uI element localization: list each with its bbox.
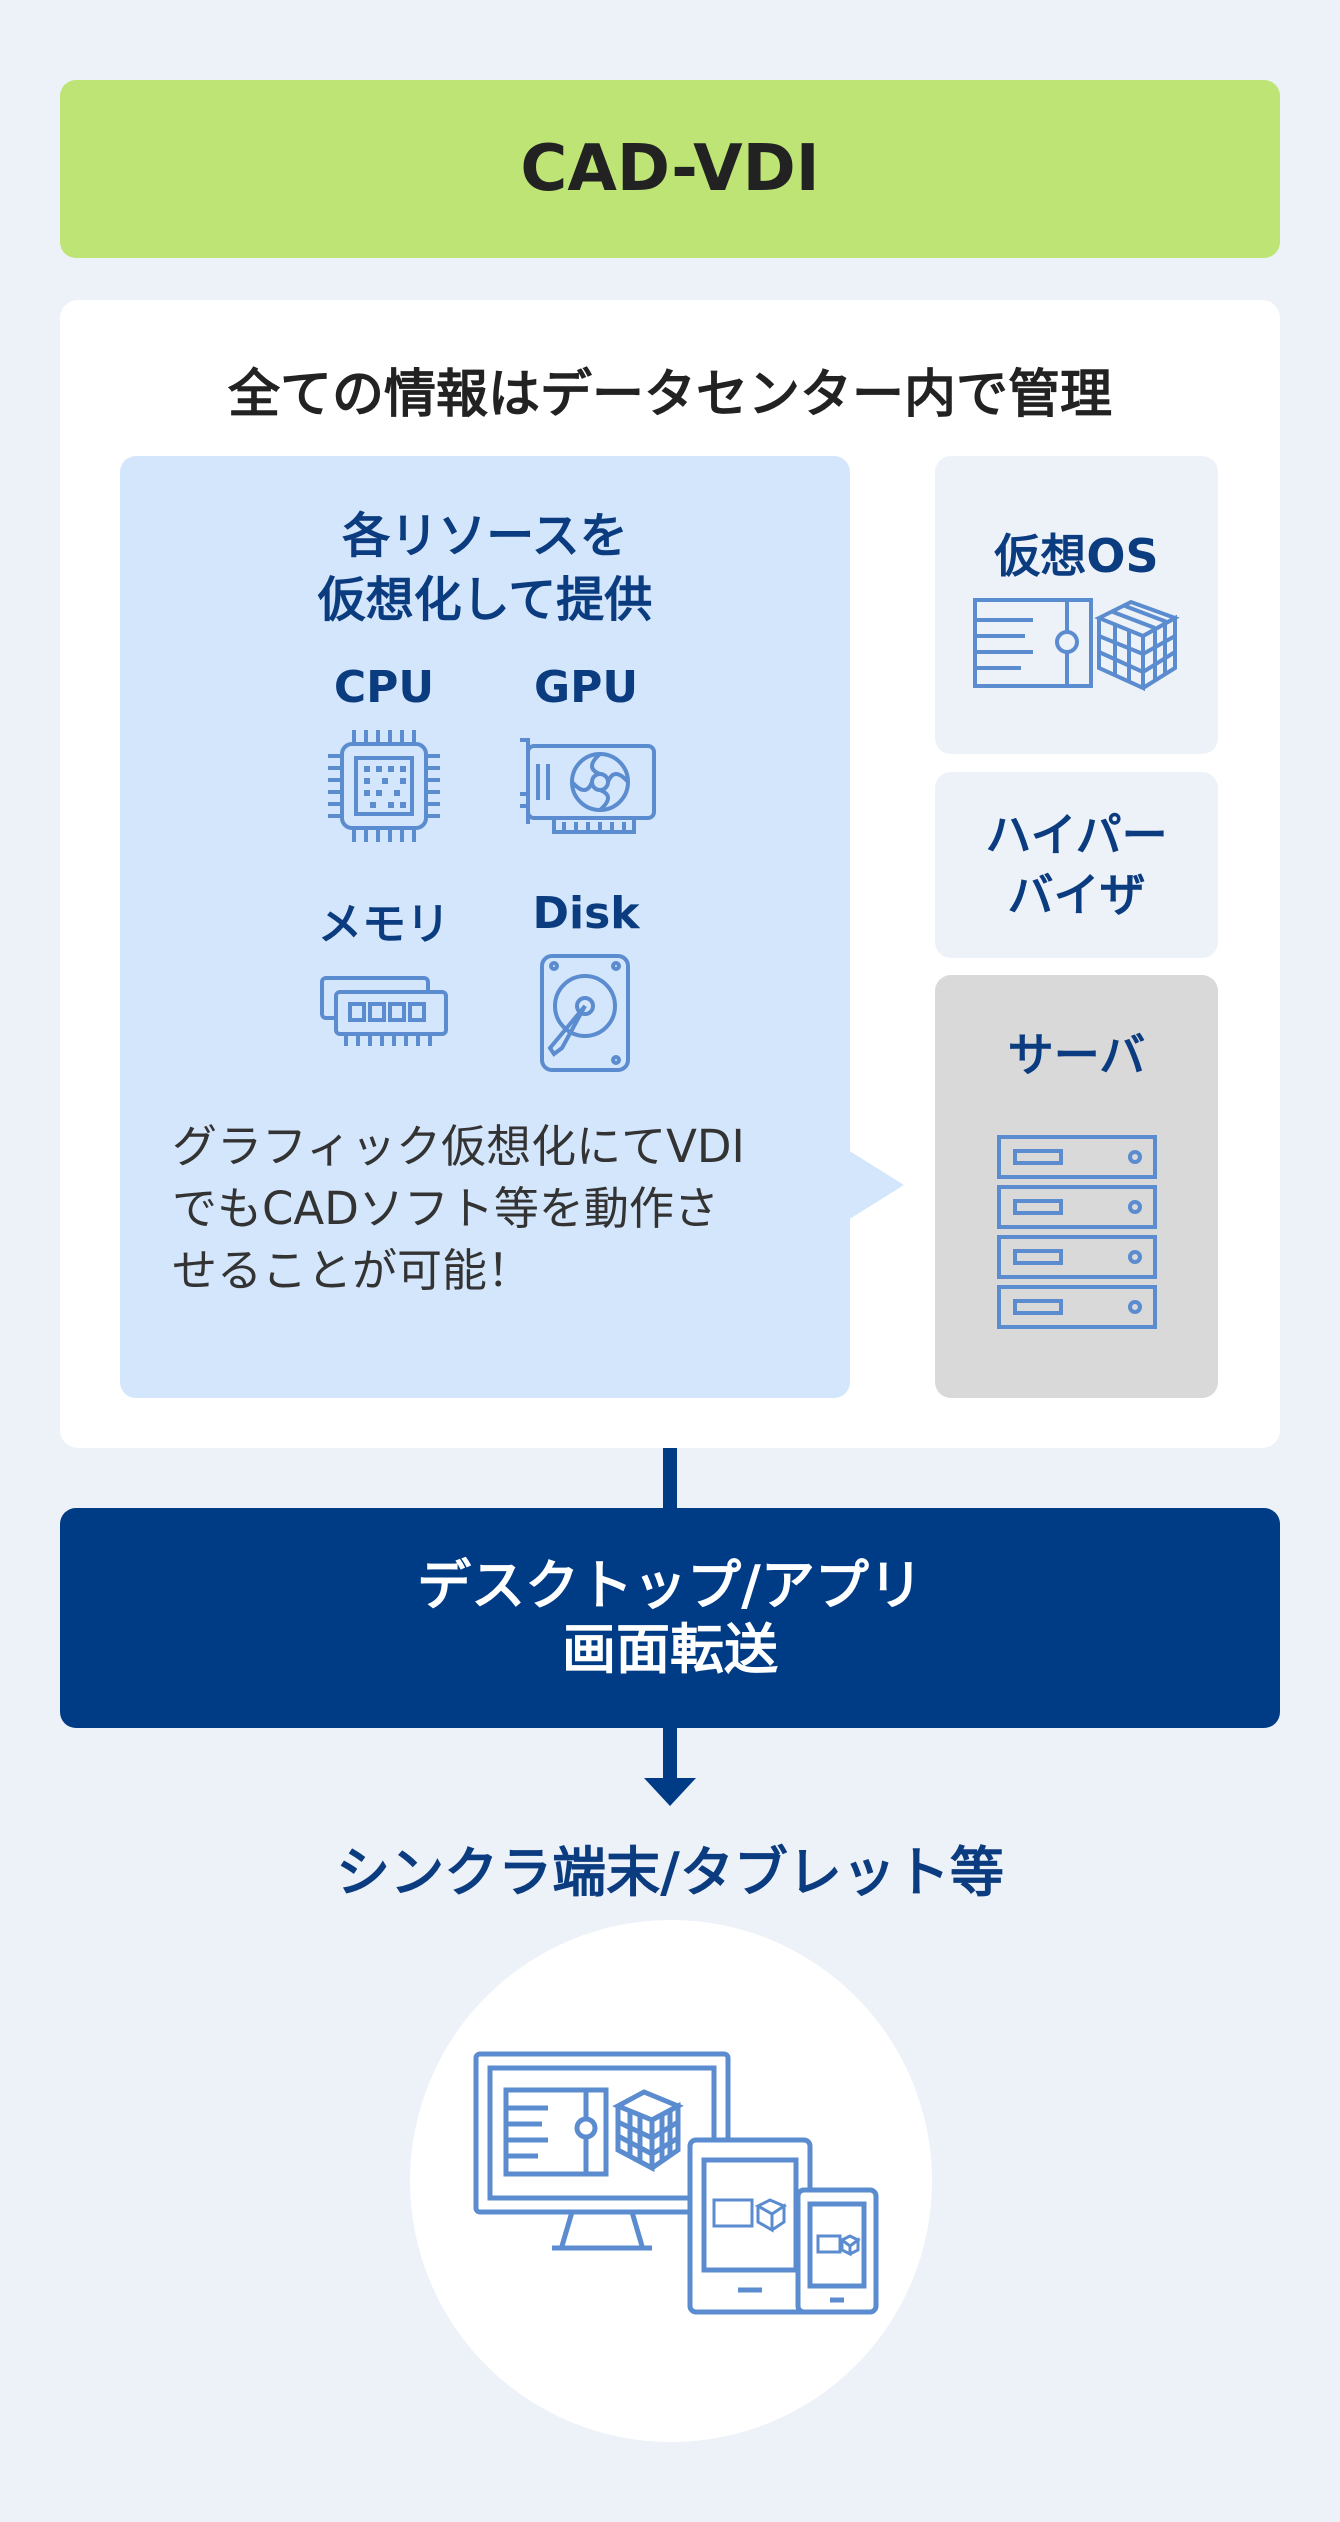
transfer-line2: 画面転送 [562,1618,778,1681]
server-rack-icon [997,1135,1157,1329]
memory-label: メモリ [318,899,450,950]
devices-icon [473,2051,879,2315]
resource-title: 各リソースを 仮想化して提供 [120,504,850,632]
hypervisor-line2: バイザ [1007,868,1146,922]
cpu-label: CPU [333,662,435,713]
down-arrow-icon [644,1728,696,1806]
resource-note: グラフィック仮想化にてVDI でもCADソフト等を動作さ せることが可能！ [172,1116,812,1302]
resource-pointer [848,1150,904,1220]
virtual-os-box: 仮想OS [935,456,1218,754]
title-bar: CAD-VDI [60,80,1280,258]
cpu-chip-icon [328,730,440,842]
client-devices-circle [410,1920,932,2442]
resource-box: 各リソースを 仮想化して提供 CPU GPU [120,456,850,1398]
page-title: CAD-VDI [520,132,820,206]
virtual-app-icon [973,598,1180,692]
transfer-line1: デスクトップ/アプリ [417,1554,923,1617]
gpu-label: GPU [533,662,639,713]
resource-title-line2: 仮想化して提供 [317,572,653,628]
hypervisor-box: ハイパー バイザ [935,772,1218,958]
datacenter-heading: 全ての情報はデータセンター内で管理 [227,365,1112,425]
transfer-bar: デスクトップ/アプリ 画面転送 [60,1508,1280,1728]
server-label: サーバ [1007,1028,1146,1082]
connector-line [663,1448,677,1510]
note-line2: でもCADソフト等を動作さ [172,1182,719,1235]
memory-module-icon [320,976,448,1046]
graphics-card-icon [520,738,656,834]
resource-title-line1: 各リソースを [342,508,628,564]
hard-disk-icon [540,954,630,1072]
virtual-os-label: 仮想OS [994,529,1159,583]
client-label: シンクラ端末/タブレット等 [336,1841,1004,1904]
server-box: サーバ [935,975,1218,1398]
hypervisor-line1: ハイパー [985,808,1168,862]
note-line1: グラフィック仮想化にてVDI [172,1120,745,1173]
disk-label: Disk [532,888,640,939]
note-line3: せることが可能！ [172,1244,533,1297]
